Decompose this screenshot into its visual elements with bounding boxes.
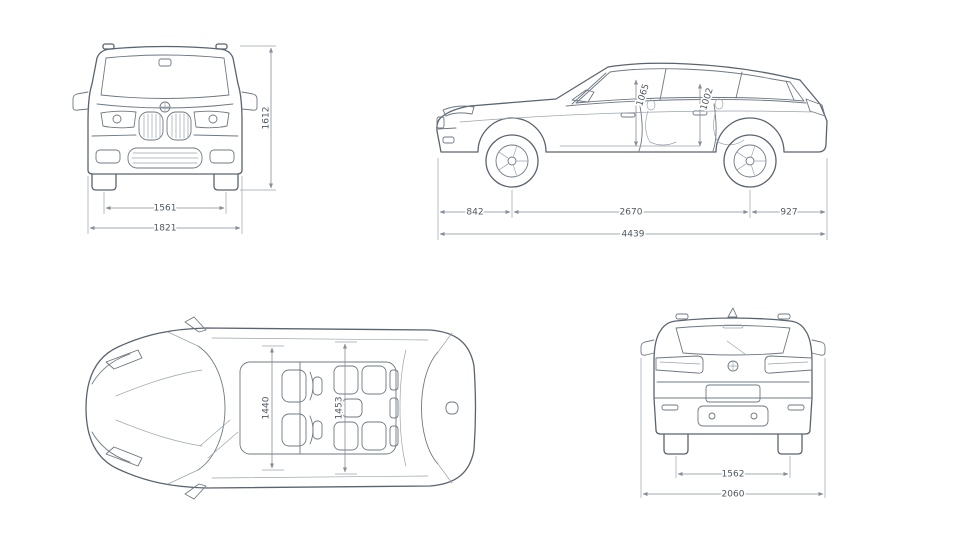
c-pillar	[735, 71, 743, 99]
interior-seats	[645, 98, 745, 146]
dim-label-rear-track: 1562	[722, 470, 745, 480]
fog-light-left	[95, 149, 121, 164]
rear-seatback-line	[399, 349, 407, 467]
rear-dimension-lines	[642, 471, 824, 497]
rear-roof-details	[675, 307, 791, 320]
front-dimension-lines	[89, 47, 274, 231]
rear-window	[675, 324, 791, 356]
rear-taillights	[655, 355, 813, 374]
side-front-details	[436, 105, 475, 144]
bmw-roundel-icon	[727, 360, 739, 372]
headlight-bottom-left	[105, 446, 143, 467]
headlight	[442, 105, 475, 117]
side-extension-lines	[437, 158, 828, 240]
top-mirrors	[184, 316, 207, 500]
dim-label-interior-width-front: 1440	[262, 396, 272, 419]
top-view: 1440 1453	[85, 316, 477, 500]
front-headlights	[100, 110, 230, 129]
front-windshield	[96, 54, 234, 109]
license-plate-recess	[705, 384, 761, 403]
dim-label-width-incl-mirrors: 2060	[722, 490, 745, 500]
roof-rail-left	[102, 43, 115, 50]
side-mirror	[571, 89, 595, 103]
rear-bumper	[653, 397, 813, 427]
bmw-roundel-icon	[159, 101, 171, 113]
dim-label-front-overhang: 842	[466, 208, 483, 218]
grille-edge	[436, 116, 445, 129]
door-handle-front	[620, 112, 636, 118]
front-wheels	[91, 173, 239, 191]
antenna-fin	[445, 401, 459, 415]
side-glasshouse	[565, 68, 807, 107]
taillight	[805, 98, 826, 117]
kidney-grille	[138, 111, 192, 141]
panoramic-roof	[211, 337, 429, 479]
side-body-outline	[436, 62, 828, 153]
side-view: 1065 1002 842 2670 927 4439	[436, 62, 828, 241]
top-seats	[281, 365, 399, 451]
front-side-mirrors	[72, 91, 258, 111]
front-wheel	[485, 134, 539, 188]
dim-label-headroom-front: 1065	[635, 83, 652, 108]
d-pillar	[785, 80, 795, 101]
reflector-right	[787, 404, 805, 411]
rear-tailgate	[656, 381, 810, 403]
dim-label-wheelbase: 2670	[620, 208, 643, 218]
roof-rail-left	[675, 313, 689, 320]
reflector-left	[661, 404, 679, 411]
front-view: 1612 1561 1821	[72, 43, 276, 235]
fog-light	[442, 136, 455, 144]
roof-rail-right	[777, 313, 791, 320]
front-bumper	[91, 134, 239, 169]
dim-label-width: 1821	[154, 224, 177, 234]
dim-label-front-track: 1561	[154, 204, 177, 214]
wipers	[199, 419, 239, 459]
rear-wheels	[663, 433, 803, 455]
rear-body-outline	[653, 317, 813, 435]
roof-rails	[211, 337, 429, 479]
fog-light-right	[209, 149, 235, 164]
rearview-mirror	[158, 58, 172, 67]
side-dimension-lines	[439, 209, 826, 237]
rear-side-mirrors	[640, 339, 826, 356]
dim-label-rear-overhang: 927	[780, 208, 797, 218]
rear-view: 1562 2060	[640, 307, 826, 501]
lower-intake	[127, 147, 203, 169]
rear-wheel	[723, 134, 777, 188]
top-extension-lines	[262, 341, 357, 475]
rear-extension-lines	[640, 358, 826, 498]
headlight-top-left	[105, 349, 143, 370]
dim-label-interior-width-rear: 1453	[335, 397, 345, 420]
roof-rail-right	[215, 43, 228, 50]
top-body-outline	[85, 327, 477, 489]
front-extension-lines	[87, 45, 276, 234]
rear-window-line	[421, 351, 439, 465]
top-windshield	[167, 331, 239, 485]
dim-label-length: 4439	[622, 230, 645, 240]
rear-wiper	[726, 340, 746, 355]
dim-label-height: 1612	[262, 107, 272, 130]
diffuser	[697, 405, 769, 427]
antenna-fin	[727, 307, 738, 318]
top-dimension-lines	[269, 343, 348, 473]
interior-dimension-lines	[633, 79, 703, 147]
top-front-details	[91, 349, 203, 467]
top-rear-details	[399, 332, 459, 484]
brake-light	[722, 324, 744, 329]
b-pillar	[659, 68, 667, 101]
